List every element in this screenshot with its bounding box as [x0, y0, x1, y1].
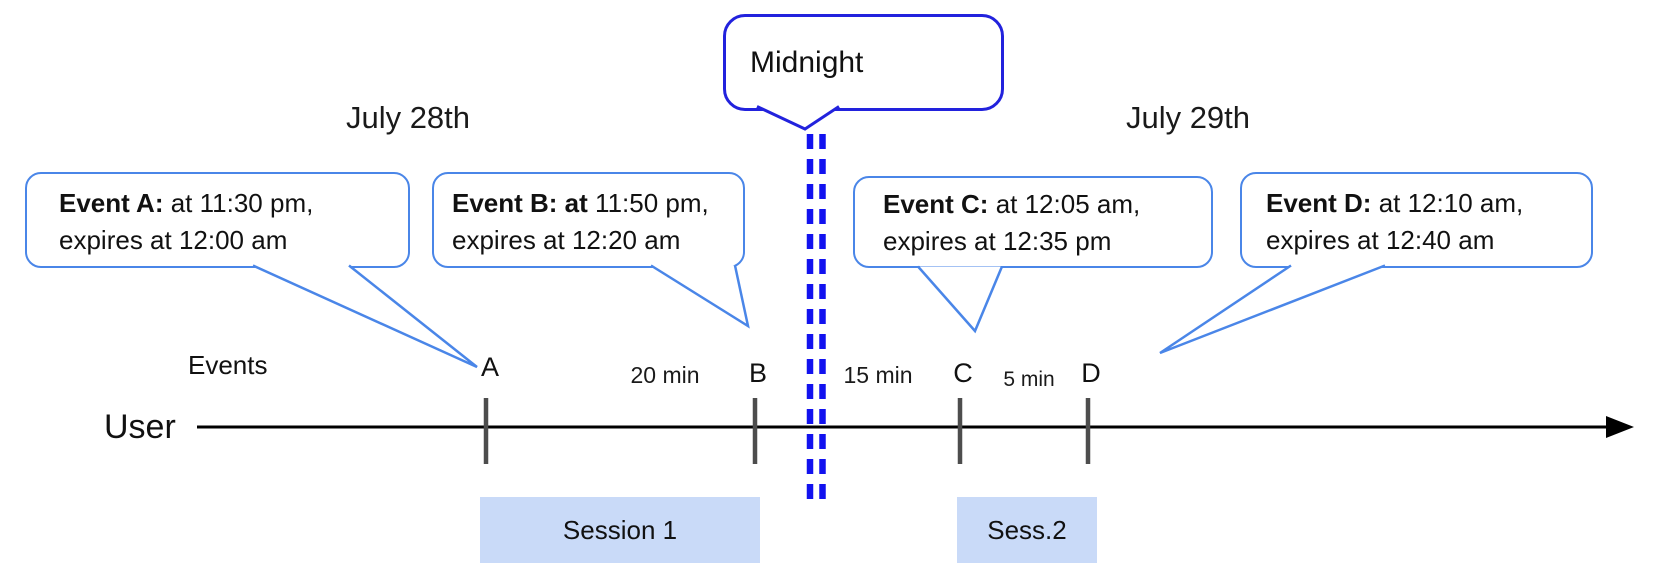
callout-pointer-c — [917, 265, 1004, 334]
callout-pointer-b — [650, 264, 750, 329]
event-b-line2: expires at 12:20 am — [452, 225, 681, 255]
events-axis-label: Events — [188, 350, 268, 380]
tick-label-c: C — [953, 358, 973, 388]
event-a-title: Event A: — [59, 188, 164, 218]
callout-event-a: Event A: at 11:30 pm, expires at 12:00 a… — [25, 172, 410, 268]
event-c-line2: expires at 12:35 pm — [883, 226, 1112, 256]
user-axis-label: User — [104, 408, 176, 446]
interval-label-20min: 20 min — [630, 362, 700, 388]
event-b-title: Event B: at — [452, 188, 588, 218]
tick-label-d: D — [1081, 358, 1101, 388]
event-a-time: at 11:30 pm, — [163, 188, 314, 218]
event-a-line1: Event A: at 11:30 pm, — [59, 185, 408, 222]
callout-event-d: Event D: at 12:10 am, expires at 12:40 a… — [1240, 172, 1593, 268]
tick-label-a: A — [480, 352, 500, 382]
callout-event-c: Event C: at 12:05 am, expires at 12:35 p… — [853, 176, 1213, 268]
midnight-label: Midnight — [750, 45, 864, 79]
callout-event-b: Event B: at 11:50 pm, expires at 12:20 a… — [432, 172, 745, 268]
event-a-line2: expires at 12:00 am — [59, 225, 288, 255]
event-d-time: at 12:10 am, — [1371, 188, 1524, 218]
session-1-label: Session 1 — [562, 514, 678, 545]
session-box-1: Session 1 — [480, 497, 760, 563]
date-july-29: July 29th — [1125, 100, 1251, 135]
callout-pointer-a — [252, 264, 478, 369]
callout-pointer-d — [1159, 264, 1386, 355]
event-d-line2: expires at 12:40 am — [1266, 225, 1495, 255]
event-c-line1: Event C: at 12:05 am, — [883, 186, 1211, 223]
event-b-time: 11:50 pm, — [587, 188, 709, 218]
interval-label-5min: 5 min — [1003, 368, 1055, 391]
tick-label-b: B — [748, 358, 768, 388]
session-box-2: Sess.2 — [957, 497, 1097, 563]
event-d-line1: Event D: at 12:10 am, — [1266, 185, 1591, 222]
interval-label-15min: 15 min — [843, 362, 913, 388]
session-2-label: Sess.2 — [987, 514, 1067, 545]
event-d-title: Event D: — [1266, 188, 1372, 218]
timeline-arrowhead-icon — [1606, 416, 1634, 438]
event-c-time: at 12:05 am, — [988, 189, 1141, 219]
date-july-28: July 28th — [345, 100, 471, 135]
event-b-line1: Event B: at 11:50 pm, — [452, 185, 743, 222]
midnight-callout: Midnight — [723, 14, 1004, 111]
event-c-title: Event C: — [883, 189, 989, 219]
